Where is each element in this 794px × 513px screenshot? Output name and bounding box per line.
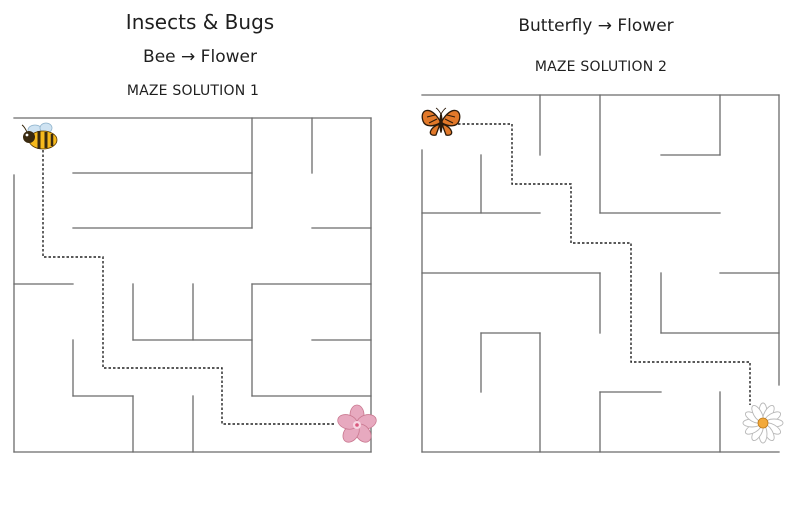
maze-2-label: MAZE SOLUTION 2	[534, 59, 668, 75]
page-title: Insects & Bugs	[125, 10, 275, 34]
daisy-icon	[742, 402, 784, 444]
maze-1-solution-path	[42, 150, 335, 425]
maze-1-subtitle: Bee → Flower	[143, 47, 257, 67]
cherry-blossom-icon	[337, 404, 377, 443]
maze-1-label: MAZE SOLUTION 1	[126, 83, 260, 99]
bee-icon	[21, 122, 58, 150]
maze-2-title: Butterfly → Flower	[518, 16, 674, 36]
maze-1-walls	[13, 117, 372, 453]
maze-2-solution-path	[458, 123, 751, 405]
butterfly-icon	[421, 107, 461, 136]
maze-2-walls	[421, 94, 780, 453]
